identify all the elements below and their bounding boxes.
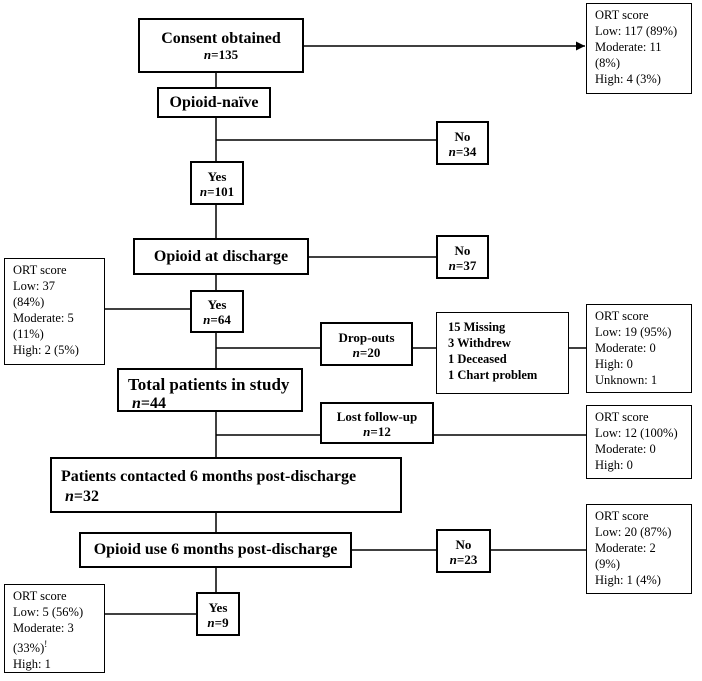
footnote-mark: ! bbox=[44, 639, 48, 649]
total-label: Total patients in study bbox=[128, 375, 290, 394]
discharge-label: Opioid at discharge bbox=[153, 248, 289, 265]
dropout-reason: 15 Missing bbox=[448, 320, 506, 334]
use6-yes-n: n=9 bbox=[207, 615, 229, 630]
consent-label: Consent obtained bbox=[161, 30, 281, 47]
use6-no-box: No n=23 bbox=[436, 529, 491, 573]
dropouts-box: Drop-outs n=20 bbox=[320, 322, 413, 366]
ort-lost-line: Moderate: 0 bbox=[595, 442, 656, 456]
consent-n: n=135 bbox=[203, 47, 239, 62]
ort-discharge-line: Low: 37 bbox=[13, 279, 56, 293]
ort-discharge-line: Moderate: 5 bbox=[13, 311, 74, 325]
ort-use6-no-line: Low: 20 (87%) bbox=[595, 525, 672, 539]
discharge-yes-n: n=64 bbox=[203, 312, 231, 327]
ort-use6-no-line: Moderate: 2 bbox=[595, 541, 656, 555]
ort-box-discharge-yes: ORT score Low: 37 (84%) Moderate: 5 (11%… bbox=[4, 258, 105, 365]
ort-box-dropouts: ORT score Low: 19 (95%) Moderate: 0 High… bbox=[586, 304, 692, 393]
ort-consent-line: (8%) bbox=[595, 56, 620, 70]
ort-use6-yes-line: Low: 5 (56%) bbox=[13, 605, 84, 619]
dropout-reason: 1 Chart problem bbox=[448, 368, 538, 382]
ort-dropouts-line: Low: 19 (95%) bbox=[595, 325, 672, 339]
ort-box-consent: ORT score Low: 117 (89%) Moderate: 11 (8… bbox=[586, 3, 692, 94]
ort-use6-yes-line: (33%)! bbox=[13, 639, 48, 656]
lost-label: Lost follow-up bbox=[336, 409, 418, 424]
use6-no-n: n=23 bbox=[449, 552, 478, 567]
ort-box-lost: ORT score Low: 12 (100%) Moderate: 0 Hig… bbox=[586, 405, 692, 479]
lost-box: Lost follow-up n=12 bbox=[320, 402, 434, 444]
consent-box: Consent obtained n=135 bbox=[138, 18, 304, 73]
discharge-box: Opioid at discharge bbox=[133, 238, 309, 275]
discharge-no-box: No n=37 bbox=[436, 235, 489, 279]
use6-label: Opioid use 6 months post-discharge bbox=[93, 541, 338, 558]
dropouts-label: Drop-outs bbox=[338, 330, 395, 345]
ort-use6-no-line: ORT score bbox=[595, 509, 649, 523]
lost-n: n=12 bbox=[363, 424, 391, 439]
ort-lost-line: Low: 12 (100%) bbox=[595, 426, 678, 440]
dropouts-n: n=20 bbox=[352, 345, 381, 360]
naive-no-label: No bbox=[454, 129, 471, 144]
ort-consent-line: ORT score bbox=[595, 8, 649, 22]
use6-yes-box: Yes n=9 bbox=[196, 592, 240, 636]
naive-yes-n: n=101 bbox=[199, 184, 235, 199]
ort-use6-no-line: High: 1 (4%) bbox=[595, 573, 661, 587]
discharge-no-n: n=37 bbox=[448, 258, 477, 273]
discharge-no-label: No bbox=[454, 243, 471, 258]
ort-dropouts-line: Moderate: 0 bbox=[595, 341, 656, 355]
use6-no-label: No bbox=[455, 537, 472, 552]
contacted-n: n=32 bbox=[65, 488, 100, 505]
naive-yes-label: Yes bbox=[207, 169, 227, 184]
ort-lost-line: High: 0 bbox=[595, 458, 633, 472]
ort-use6-no-line: (9%) bbox=[595, 557, 620, 571]
ort-discharge-line: (11%) bbox=[13, 327, 44, 341]
ort-consent-line: High: 4 (3%) bbox=[595, 72, 661, 86]
ort-use6-yes-line: ORT score bbox=[13, 589, 67, 603]
contacted-box: Patients contacted 6 months post-dischar… bbox=[50, 457, 402, 513]
ort-dropouts-line: Unknown: 1 bbox=[595, 373, 658, 387]
naive-yes-box: Yes n=101 bbox=[190, 161, 244, 205]
ort-consent-line: Low: 117 (89%) bbox=[595, 24, 678, 38]
ort-dropouts-line: ORT score bbox=[595, 309, 649, 323]
dropout-reason: 3 Withdrew bbox=[448, 336, 511, 350]
naive-no-n: n=34 bbox=[448, 144, 477, 159]
total-n: n=44 bbox=[132, 395, 167, 412]
opioid-naive-label: Opioid-naïve bbox=[169, 94, 259, 111]
total-box: Total patients in study n=44 bbox=[117, 368, 303, 412]
contacted-label: Patients contacted 6 months post-dischar… bbox=[61, 468, 357, 485]
discharge-yes-box: Yes n=64 bbox=[190, 290, 244, 333]
ort-consent-line: Moderate: 11 bbox=[595, 40, 662, 54]
ort-use6-yes-line: High: 1 bbox=[13, 657, 51, 672]
ort-box-use6-no: ORT score Low: 20 (87%) Moderate: 2 (9%)… bbox=[586, 504, 692, 594]
ort-discharge-line: High: 2 (5%) bbox=[13, 343, 79, 357]
use6-box: Opioid use 6 months post-discharge bbox=[79, 532, 352, 568]
dropout-reason: 1 Deceased bbox=[448, 352, 507, 366]
ort-dropouts-line: High: 0 bbox=[595, 357, 633, 371]
ort-lost-line: ORT score bbox=[595, 410, 649, 424]
ort-box-use6-yes: ORT score Low: 5 (56%) Moderate: 3 (33%)… bbox=[4, 584, 105, 673]
discharge-yes-label: Yes bbox=[207, 297, 227, 312]
use6-yes-label: Yes bbox=[208, 600, 228, 615]
ort-discharge-line: (84%) bbox=[13, 295, 45, 309]
opioid-naive-box: Opioid-naïve bbox=[157, 87, 271, 118]
naive-no-box: No n=34 bbox=[436, 121, 489, 165]
dropout-reasons-box: 15 Missing 3 Withdrew 1 Deceased 1 Chart… bbox=[436, 312, 569, 394]
ort-use6-yes-line: Moderate: 3 bbox=[13, 621, 74, 635]
ort-discharge-line: ORT score bbox=[13, 263, 67, 277]
